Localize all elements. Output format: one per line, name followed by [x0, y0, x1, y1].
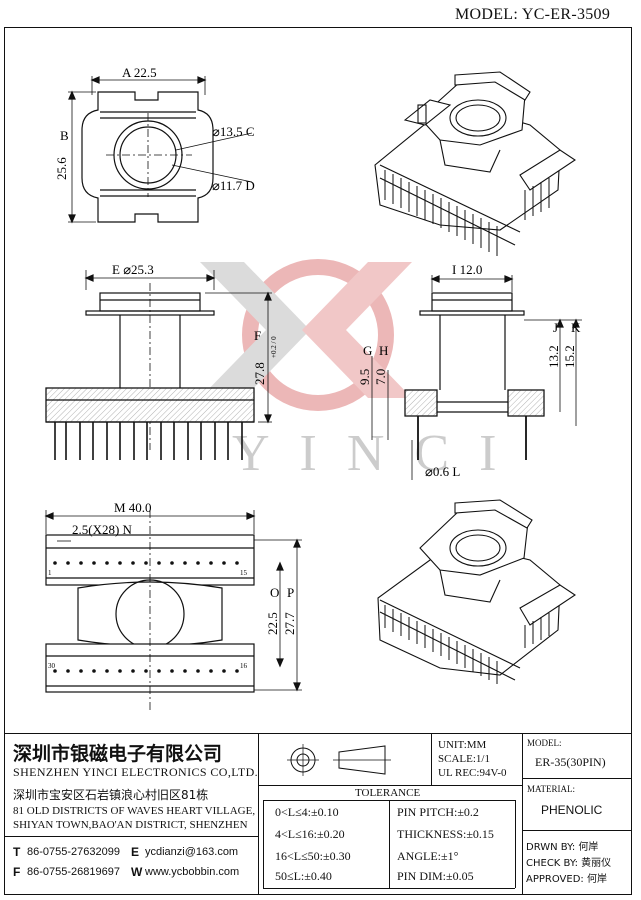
email-value: ycdianzi@163.com: [145, 846, 239, 858]
title-block: 深圳市银磁电子有限公司 SHENZHEN YINCI ELECTRONICS C…: [4, 733, 632, 895]
dim-p-value: 27.7: [282, 612, 297, 635]
watermark-text: YINCI: [232, 425, 526, 482]
tolerance-title: TOLERANCE: [355, 787, 421, 799]
ul-rec-label: UL REC:94V-0: [438, 767, 507, 779]
tol-row-3: 16<L≤50:±0.30: [275, 849, 351, 863]
pin-label-16: 16: [240, 662, 248, 670]
dim-h-value: 7.0: [373, 369, 388, 385]
dim-k-value: 15.2: [562, 345, 577, 368]
tol-right-row-1: PIN PITCH:±0.2: [397, 805, 479, 819]
unit-label: UNIT:MM: [438, 739, 487, 751]
drawn-by: DRWN BY: 何岸: [526, 842, 599, 853]
pin-label-1: 1: [48, 569, 52, 577]
dim-m-label: M 40.0: [114, 500, 152, 515]
web-label: W: [131, 865, 143, 879]
front-view-pins: [54, 422, 243, 460]
isometric-pins-bottom: [384, 605, 550, 684]
address-en-1: 81 OLD DISTRICTS OF WAVES HEART VILLAGE,: [13, 805, 256, 817]
dim-f-label: F: [254, 328, 261, 343]
dim-f-value: 27.8: [252, 362, 267, 385]
isometric-view-bottom: [377, 499, 576, 681]
watermark-logo: [200, 259, 412, 411]
tel-value: 86-0755-27632099: [27, 846, 120, 858]
top-view: [68, 76, 253, 224]
tol-right-row-2: THICKNESS:±0.15: [397, 827, 494, 841]
dim-h-label: H: [379, 343, 388, 358]
address-en-2: SHIYAN TOWN,BAO'AN DISTRICT, SHENZHEN: [13, 819, 248, 831]
tol-right-row-4: PIN DIM:±0.05: [397, 869, 474, 883]
tol-row-2: 4<L≤16:±0.20: [275, 827, 345, 841]
bottom-view: [44, 510, 302, 710]
fax-value: 86-0755-26819697: [27, 866, 120, 878]
pin-label-30: 30: [48, 662, 56, 670]
bottom-view-pin-marks: [53, 561, 239, 673]
address-cn: 深圳市宝安区石岩镇浪心村旧区81栋: [13, 788, 209, 802]
model-label: MODEL:: [527, 738, 562, 748]
dim-d-label: ⌀11.7 D: [212, 178, 255, 193]
web-value: www.ycbobbin.com: [145, 866, 240, 878]
dim-j-value: 13.2: [546, 345, 561, 368]
dim-o-value: 22.5: [265, 612, 280, 635]
dim-e-label: E ⌀25.3: [112, 262, 154, 277]
dim-c-label: ⌀13.5 C: [212, 124, 255, 139]
dim-g-value: 9.5: [357, 369, 372, 385]
dim-a-label: A 22.5: [122, 65, 157, 80]
projection-symbol-icon: [287, 744, 391, 776]
dim-g-label: G: [363, 343, 372, 358]
isometric-view-top: [374, 71, 576, 246]
company-name-en: SHENZHEN YINCI ELECTRONICS CO,LTD.: [13, 765, 259, 779]
tel-label: T: [13, 845, 21, 859]
technical-drawing: YINCI A 22.5 B 25.6 ⌀: [44, 65, 582, 710]
pin-label-15: 15: [240, 569, 248, 577]
dim-b-label: B: [60, 128, 69, 143]
dim-o-label: O: [270, 585, 279, 600]
model-title: MODEL: YC-ER-3509: [455, 6, 611, 23]
front-view: [45, 270, 272, 450]
dim-k-label: K: [571, 320, 581, 335]
dim-f-tolerance: +0.2 / 0: [270, 336, 278, 358]
tol-right-row-3: ANGLE:±1°: [397, 849, 459, 863]
approved-by: APPROVED: 何岸: [526, 874, 607, 885]
company-name-cn: 深圳市银磁电子有限公司: [13, 743, 223, 765]
scale-label: SCALE:1/1: [438, 753, 490, 765]
material-label: MATERIAL:: [527, 784, 575, 794]
dim-l-label: ⌀0.6 L: [425, 464, 460, 479]
model-value: ER-35(30PIN): [535, 755, 606, 769]
fax-label: F: [13, 865, 21, 879]
dim-n-label: 2.5(X28) N: [72, 522, 133, 537]
material-value: PHENOLIC: [541, 803, 603, 817]
email-label: E: [131, 845, 140, 859]
dim-j-label: J: [553, 320, 558, 335]
check-by: CHECK BY: 黄丽仪: [526, 858, 612, 869]
dim-p-label: P: [287, 585, 294, 600]
side-view-pins: [411, 416, 527, 480]
tol-row-1: 0<L≤4:±0.10: [275, 805, 339, 819]
isometric-pins-top: [384, 170, 550, 256]
dim-i-label: I 12.0: [452, 262, 482, 277]
dim-b-value: 25.6: [54, 157, 69, 180]
tol-row-4: 50≤L:±0.40: [275, 869, 332, 883]
